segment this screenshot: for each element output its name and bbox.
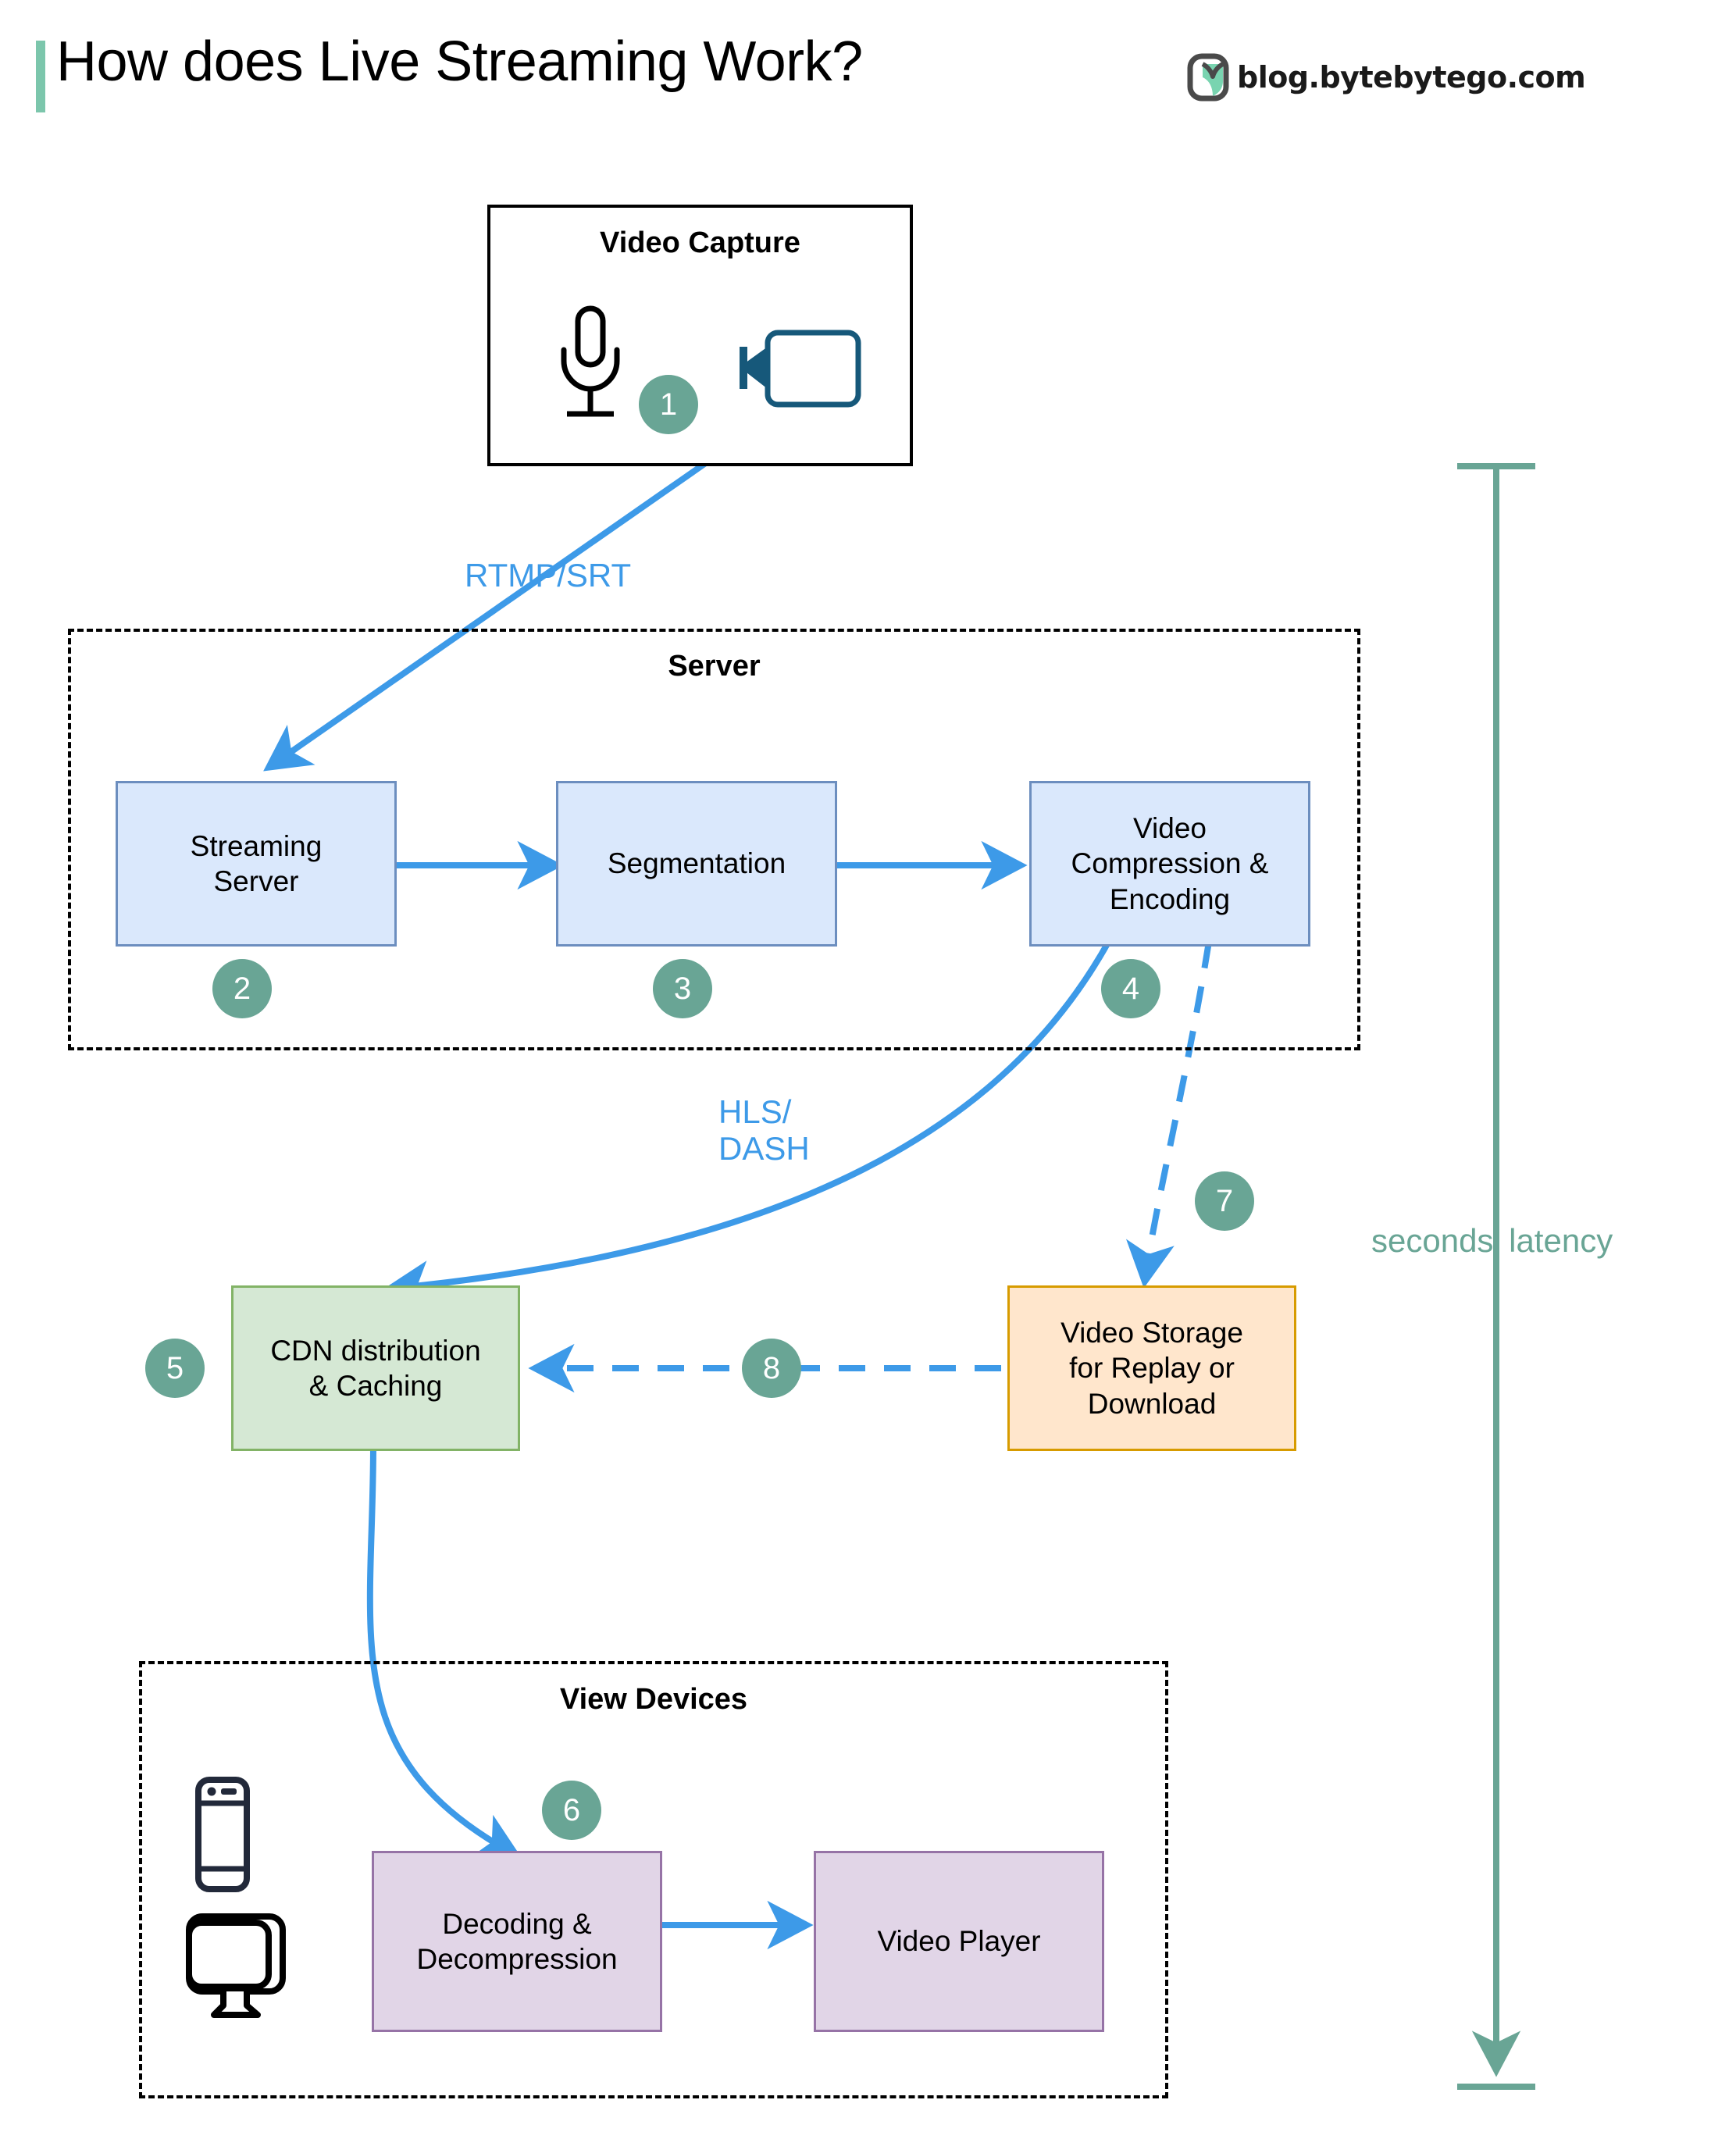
group-title-server: Server bbox=[668, 650, 761, 683]
badge-5: 5 bbox=[145, 1339, 205, 1398]
mobile-phone-icon bbox=[195, 1777, 250, 1896]
node-label-decoding: Decoding & Decompression bbox=[416, 1907, 618, 1975]
brand[interactable]: blog.bytebytego.com bbox=[1187, 53, 1586, 102]
node-cdn-distribution-caching[interactable]: CDN distribution & Caching bbox=[231, 1285, 520, 1451]
edge-label-hls-dash: HLS/ DASH bbox=[718, 1093, 810, 1168]
badge-4: 4 bbox=[1101, 959, 1160, 1018]
video-camera-icon bbox=[722, 326, 863, 416]
node-label-video-compression-encoding: Video Compression & Encoding bbox=[1071, 812, 1269, 915]
node-label-cdn: CDN distribution & Caching bbox=[270, 1334, 481, 1402]
node-label-streaming-server: Streaming Server bbox=[190, 829, 323, 897]
microphone-icon bbox=[554, 305, 626, 426]
bytebytego-logo-icon bbox=[1187, 53, 1229, 102]
edge-label-rtmp-srt: RTMP/SRT bbox=[465, 557, 632, 594]
node-label-segmentation: Segmentation bbox=[607, 847, 786, 880]
node-decoding-decompression[interactable]: Decoding & Decompression bbox=[372, 1851, 662, 2032]
node-video-player[interactable]: Video Player bbox=[814, 1851, 1104, 2032]
group-server bbox=[68, 629, 1360, 1050]
desktop-monitor-icon bbox=[186, 1913, 286, 2027]
badge-1: 1 bbox=[639, 375, 698, 434]
group-view-devices bbox=[139, 1661, 1168, 2098]
badge-6: 6 bbox=[542, 1781, 601, 1840]
badge-7: 7 bbox=[1195, 1171, 1254, 1231]
badge-2: 2 bbox=[212, 959, 272, 1018]
node-segmentation[interactable]: Segmentation bbox=[556, 781, 837, 947]
badge-3: 3 bbox=[653, 959, 712, 1018]
node-video-compression-encoding[interactable]: Video Compression & Encoding bbox=[1029, 781, 1310, 947]
node-label-video-storage: Video Storage for Replay or Download bbox=[1060, 1317, 1243, 1420]
badge-8: 8 bbox=[742, 1339, 801, 1398]
brand-text: blog.bytebytego.com bbox=[1237, 60, 1586, 94]
page-title: How does Live Streaming Work? bbox=[56, 30, 863, 93]
node-label-video-player: Video Player bbox=[877, 1925, 1041, 1958]
title-accent-bar bbox=[36, 41, 45, 112]
node-streaming-server[interactable]: Streaming Server bbox=[116, 781, 397, 947]
group-title-view-devices: View Devices bbox=[559, 1683, 748, 1716]
latency-label: seconds' latency bbox=[1371, 1222, 1613, 1259]
group-title-video-capture: Video Capture bbox=[600, 226, 800, 259]
node-video-storage[interactable]: Video Storage for Replay or Download bbox=[1007, 1285, 1296, 1451]
